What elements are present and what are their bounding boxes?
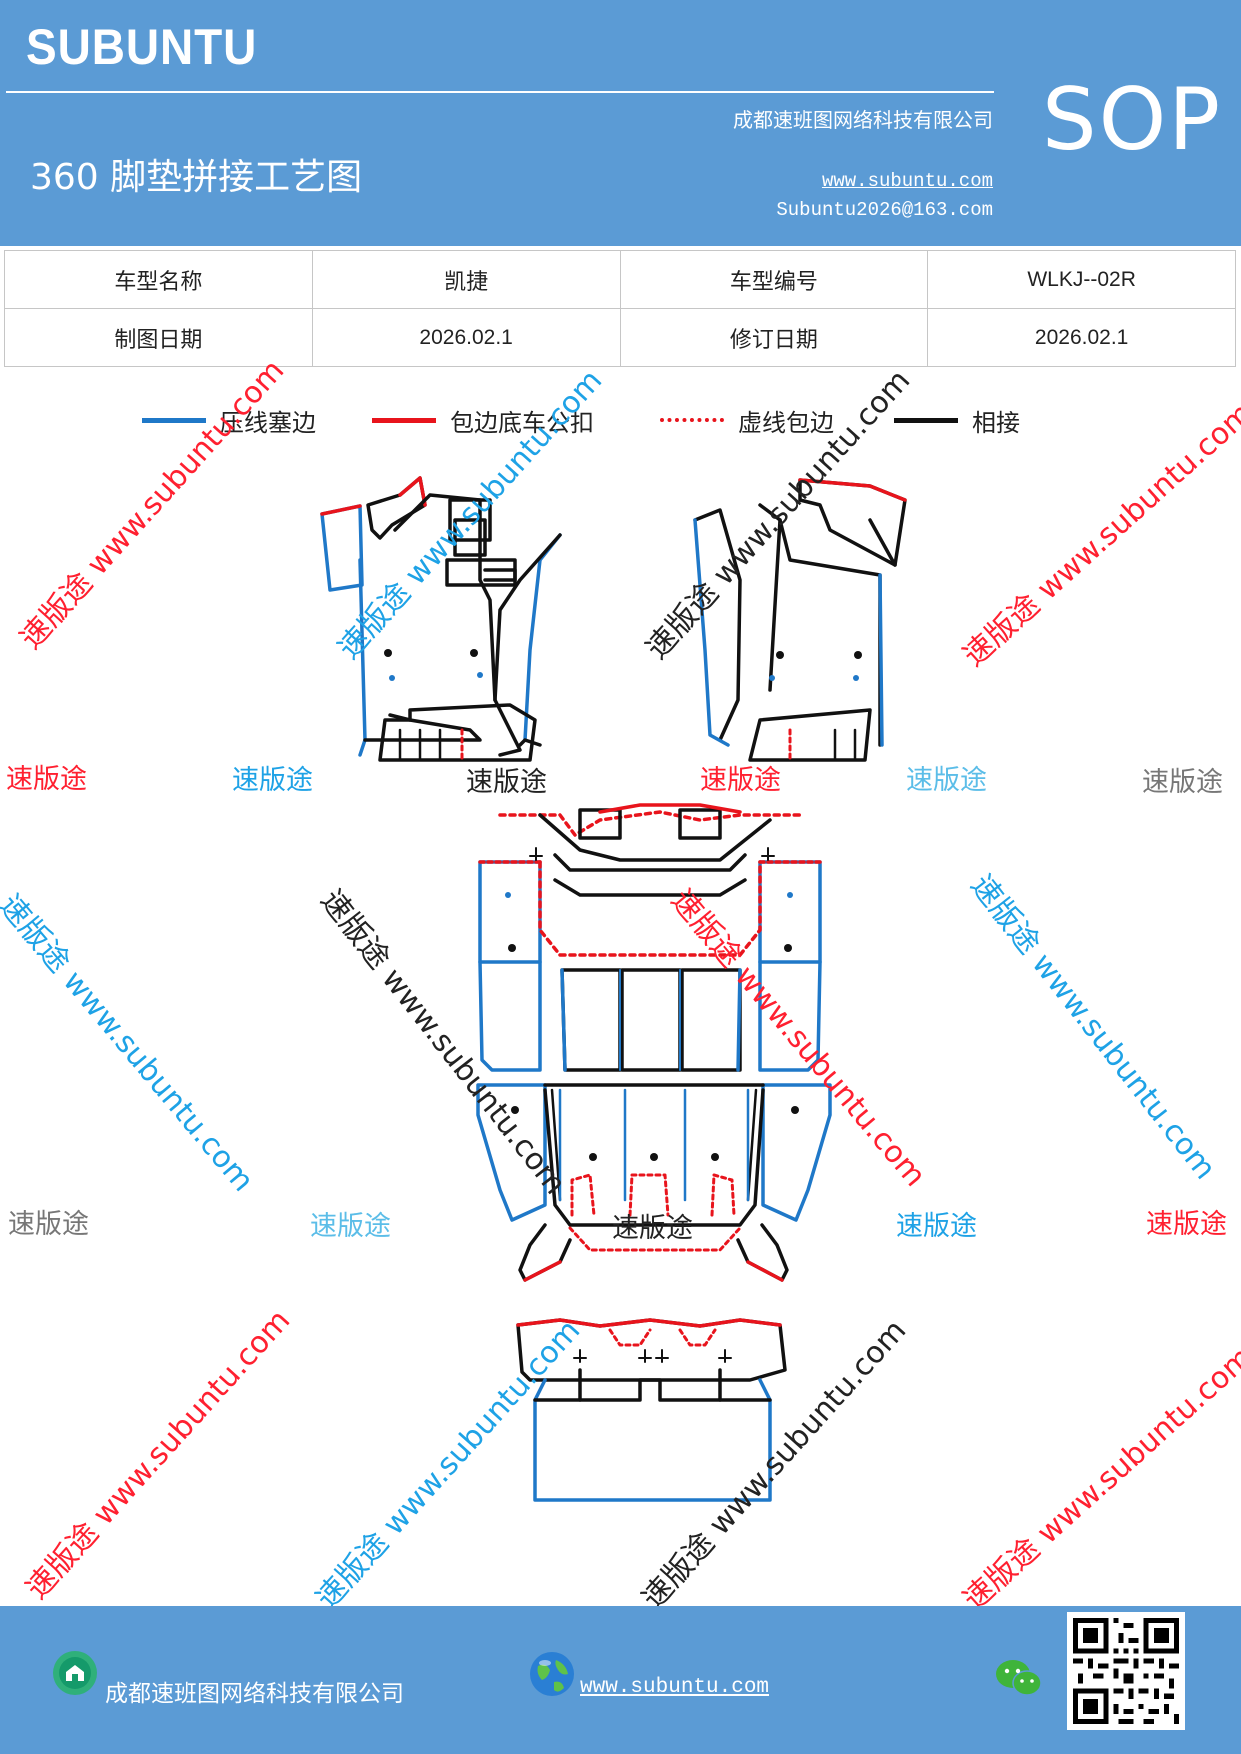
watermark-text: 速版途 [906, 765, 987, 796]
wechat-icon [996, 1660, 1042, 1696]
legend-item-black: 相接 [894, 400, 1020, 440]
brand-logo: SUBUNTU [26, 19, 258, 75]
watermark-text: 速版途 [700, 765, 781, 796]
legend-label: 虚线包边 [738, 408, 834, 437]
revise-date-value: 2026.02.1 [927, 308, 1236, 367]
watermark-text: 速版途 [8, 1209, 89, 1240]
watermark-text: 速版途 [232, 765, 313, 796]
info-table: 车型名称 凯捷 车型编号 WLKJ--02R 制图日期 2026.02.1 修订… [4, 250, 1236, 367]
qr-code [1067, 1612, 1185, 1730]
model-code-value: WLKJ--02R [927, 250, 1236, 309]
company-icon [53, 1651, 97, 1695]
model-name-label: 车型名称 [4, 250, 313, 309]
rear-floor-mat [476, 1083, 832, 1282]
footer: 成都速班图网络科技有限公司 www.subuntu.com [0, 1606, 1241, 1754]
legend-swatch [142, 417, 206, 423]
trunk-mat [516, 1318, 787, 1502]
watermark-text: 速版途 [466, 767, 547, 798]
legend-swatch [372, 417, 436, 423]
legend-item-red: 包边底车公扣 [372, 400, 594, 440]
header: SUBUNTU 成都速班图网络科技有限公司 360 脚垫拼接工艺图 www.su… [0, 0, 1241, 246]
header-email: Subuntu2026@163.com [776, 199, 993, 221]
draw-date-label: 制图日期 [4, 308, 313, 367]
legend-label: 相接 [972, 408, 1020, 437]
footer-website-link[interactable]: www.subuntu.com [580, 1676, 770, 1699]
sop-badge: SOP [1042, 70, 1223, 170]
legend-swatch [894, 417, 958, 423]
header-website-link[interactable]: www.subuntu.com [821, 170, 993, 192]
watermark-text: 速版途 [612, 1213, 693, 1244]
draw-date-value: 2026.02.1 [311, 308, 621, 367]
front-right-mat [693, 478, 907, 762]
watermark-text: 速版途 [1146, 1209, 1227, 1240]
watermark-text: 速版途 [896, 1211, 977, 1242]
watermark-text: 速版途 [6, 764, 87, 795]
legend-item-blue: 压线塞边 [142, 400, 316, 440]
legend-label: 压线塞边 [220, 408, 316, 437]
watermark-text: 速版途 [310, 1211, 391, 1242]
middle-floor-mat [478, 803, 822, 1072]
table-row: 车型名称 凯捷 车型编号 WLKJ--02R [4, 250, 1236, 309]
revise-date-label: 修订日期 [619, 308, 929, 367]
model-code-label: 车型编号 [619, 250, 929, 309]
watermark-text: 速版途 [1142, 767, 1223, 798]
globe-icon [530, 1652, 574, 1696]
front-left-mat [320, 476, 562, 762]
table-row: 制图日期 2026.02.1 修订日期 2026.02.1 [4, 308, 1236, 367]
legend-item-dashed: 虚线包边 [660, 400, 834, 440]
footer-company: 成都速班图网络科技有限公司 [105, 1681, 404, 1707]
header-divider [6, 91, 994, 93]
model-name-value: 凯捷 [311, 250, 621, 309]
legend-swatch [660, 418, 724, 422]
page-title: 360 脚垫拼接工艺图 [30, 157, 363, 198]
legend: 压线塞边 包边底车公扣 虚线包边 相接 [0, 400, 1241, 440]
floor-mat-diagram [320, 476, 907, 1502]
legend-label: 包边底车公扣 [450, 408, 594, 437]
header-company: 成都速班图网络科技有限公司 [733, 108, 993, 132]
